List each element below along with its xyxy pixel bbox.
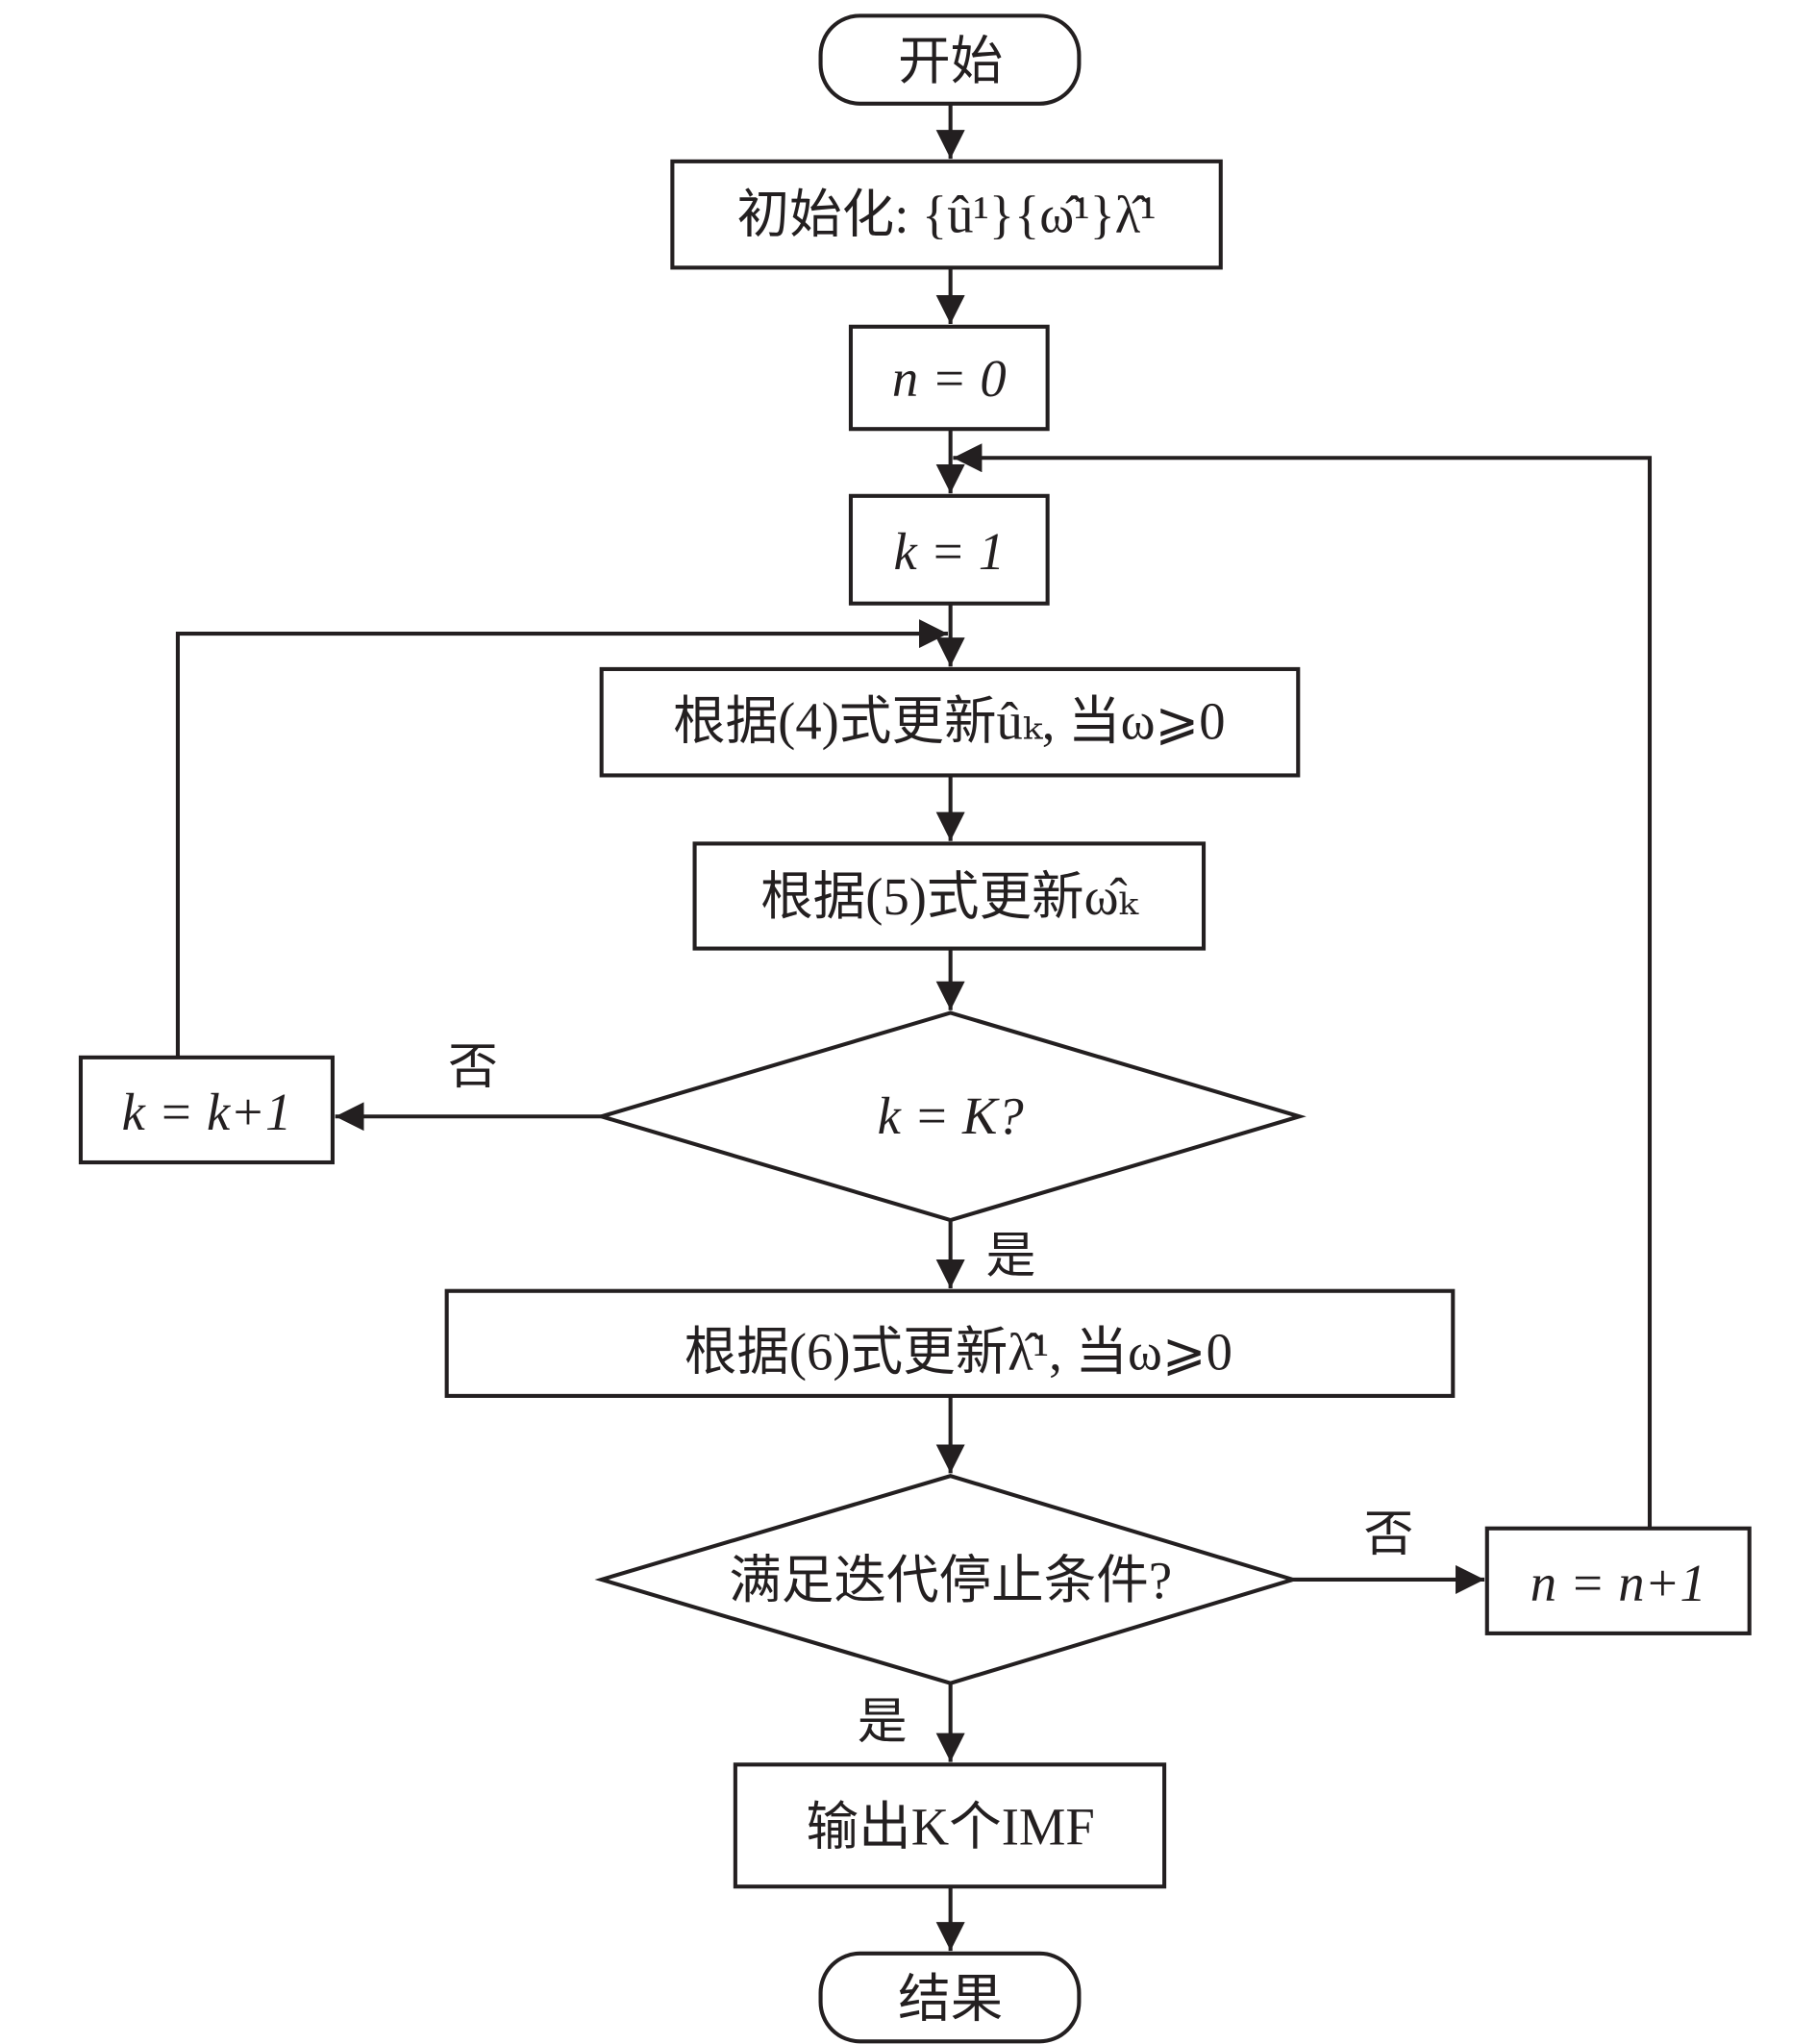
node-n-inc-label: n = n+1 [1531, 1554, 1706, 1612]
label-k-yes: 是 [986, 1230, 1036, 1284]
node-end: 结果 [818, 1951, 1082, 2044]
label-stop-yes: 是 [858, 1695, 908, 1750]
label-k-no: 否 [448, 1040, 498, 1095]
node-k-inc-label: k = k+1 [122, 1083, 292, 1141]
node-update-w: 根据(5)式更新ω̂ₖ [692, 841, 1207, 951]
decision-stop: 满足迭代停止条件? [594, 1474, 1300, 1685]
label-stop-no: 否 [1364, 1508, 1414, 1562]
decision-k: k = K? [594, 1010, 1307, 1223]
node-update-u-label: 根据(4)式更新ûₖ, 当ω⩾0 [673, 691, 1226, 750]
edge-ninc-loop [953, 443, 1653, 1529]
edge-lines [175, 267, 1653, 1952]
node-n0: n = 0 [848, 324, 1050, 432]
decision-k-label: k = K? [878, 1086, 1024, 1145]
node-output: 输出K个IMF [733, 1762, 1167, 1889]
node-k1: k = 1 [848, 493, 1050, 606]
node-init-label: 初始化: {û¹}{ω̂¹}λ̂¹ [737, 186, 1157, 244]
node-update-lambda: 根据(6)式更新λ̂¹, 当ω⩾0 [444, 1288, 1456, 1398]
node-k-inc: k = k+1 [78, 1055, 336, 1165]
node-init: 初始化: {û¹}{ω̂¹}λ̂¹ [670, 159, 1223, 270]
node-k1-label: k = 1 [893, 522, 1005, 581]
node-start: 开始 [818, 13, 1082, 106]
decision-stop-label: 满足迭代停止条件? [729, 1551, 1172, 1609]
node-update-w-label: 根据(5)式更新ω̂ₖ [760, 867, 1139, 926]
edge-kinc-loop [175, 619, 948, 1058]
node-n-inc: n = n+1 [1484, 1526, 1752, 1635]
node-start-label: 开始 [898, 32, 1003, 90]
node-output-label: 输出K个IMF [807, 1798, 1095, 1857]
node-update-lambda-label: 根据(6)式更新λ̂¹, 当ω⩾0 [684, 1323, 1232, 1382]
node-n0-label: n = 0 [892, 349, 1007, 408]
node-end-label: 结果 [898, 1969, 1003, 2028]
node-update-u: 根据(4)式更新ûₖ, 当ω⩾0 [599, 666, 1301, 778]
